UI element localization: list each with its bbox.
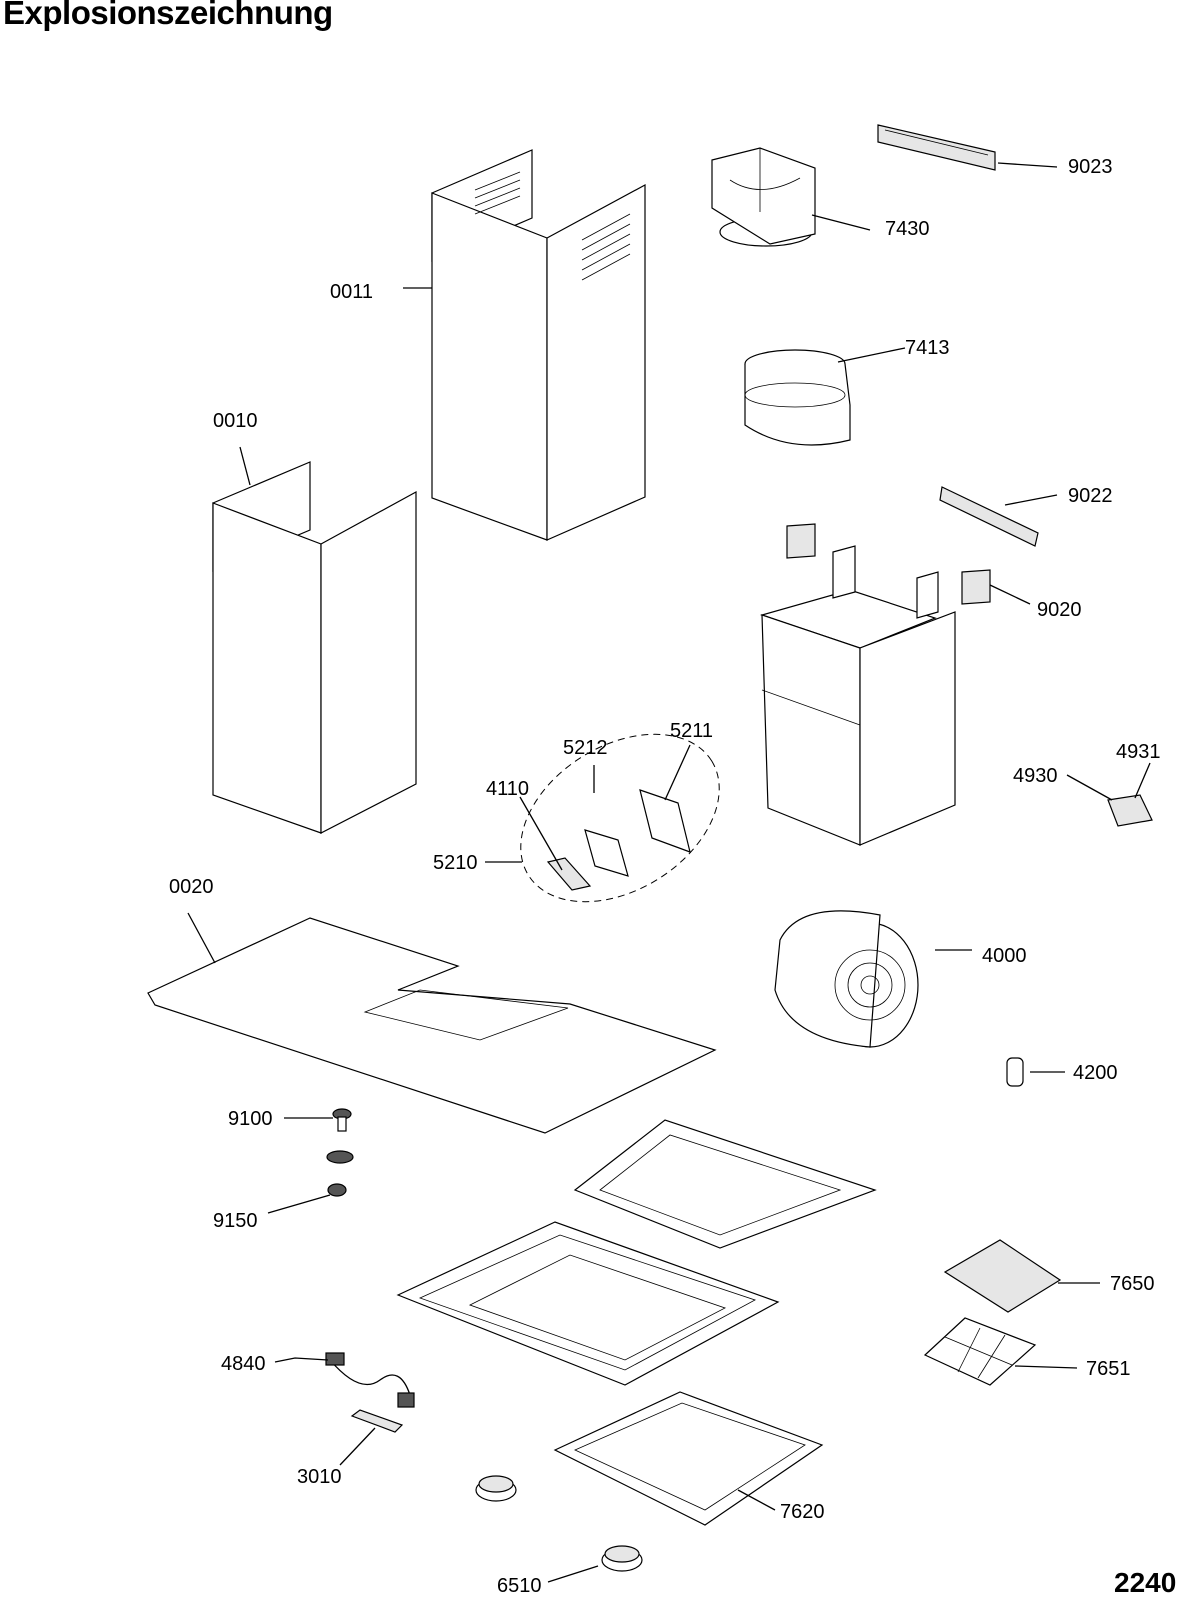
label-9150: 9150 xyxy=(213,1210,258,1232)
carbon-filter xyxy=(943,1239,1062,1313)
washer xyxy=(326,1150,354,1164)
label-6510: 6510 xyxy=(497,1575,542,1597)
label-7413: 7413 xyxy=(905,337,950,359)
part-labels: 0011 0010 0020 9023 7430 7413 9022 9020 … xyxy=(169,156,1161,1597)
label-9023: 9023 xyxy=(1068,156,1113,178)
label-5212: 5212 xyxy=(563,737,608,759)
outer-frame xyxy=(396,1221,780,1386)
knob xyxy=(475,1475,643,1572)
electronics-group xyxy=(520,733,720,903)
label-0010: 0010 xyxy=(213,410,258,432)
page-title: Explosionszeichnung xyxy=(3,0,333,31)
page-number: 2240 xyxy=(1114,1567,1177,1598)
label-4930: 4930 xyxy=(1013,765,1058,787)
chimney-lower-part xyxy=(212,461,417,834)
label-7620: 7620 xyxy=(780,1501,825,1523)
leader-lines xyxy=(187,162,1151,1583)
grease-filter xyxy=(553,1391,824,1526)
label-4840: 4840 xyxy=(221,1353,266,1375)
label-4200: 4200 xyxy=(1073,1062,1118,1084)
label-9022: 9022 xyxy=(1068,485,1113,507)
motor-housing xyxy=(759,545,956,846)
blower-motor xyxy=(774,910,919,1048)
label-7430: 7430 xyxy=(885,218,930,240)
label-7651: 7651 xyxy=(1086,1358,1131,1380)
mounting-rail xyxy=(877,124,996,171)
label-0011: 0011 xyxy=(330,281,373,303)
label-7650: 7650 xyxy=(1110,1273,1155,1295)
label-4110: 4110 xyxy=(486,778,529,800)
screw xyxy=(332,1108,352,1132)
label-9020: 9020 xyxy=(1037,599,1082,621)
inner-frame xyxy=(573,1119,877,1249)
bracket xyxy=(786,523,991,605)
label-0020: 0020 xyxy=(169,876,214,898)
duct-connector xyxy=(744,349,851,446)
terminal-block xyxy=(1107,794,1153,827)
capacitor xyxy=(1006,1057,1024,1087)
label-3010: 3010 xyxy=(297,1466,342,1488)
filter-frame xyxy=(923,1317,1037,1386)
cable-harness xyxy=(325,1352,415,1408)
chimney-upper-part xyxy=(431,149,646,541)
label-4931: 4931 xyxy=(1116,741,1161,763)
glass-canopy-plate xyxy=(147,917,717,1134)
lamp-socket xyxy=(350,1409,404,1433)
label-9100: 9100 xyxy=(228,1108,273,1130)
label-5210: 5210 xyxy=(433,852,478,874)
label-5211: 5211 xyxy=(670,720,713,742)
air-deflector xyxy=(711,147,816,247)
nut xyxy=(327,1183,347,1197)
label-4000: 4000 xyxy=(982,945,1027,967)
mounting-rail-lower xyxy=(939,486,1039,547)
